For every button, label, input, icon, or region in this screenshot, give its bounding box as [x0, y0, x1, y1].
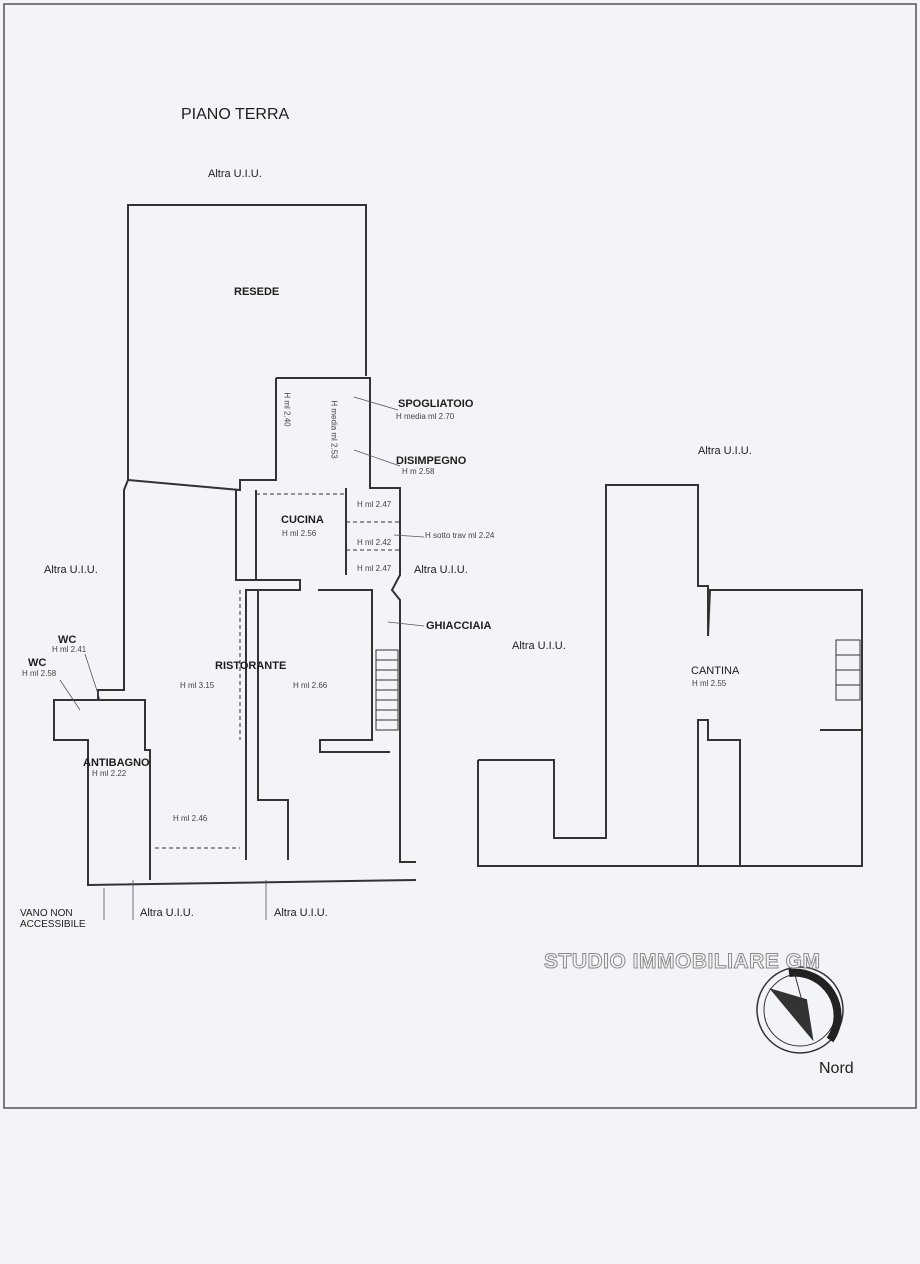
antibagno-height: H ml 2.22 — [92, 769, 127, 778]
north-label: Nord — [819, 1060, 854, 1077]
cucina-height: H ml 2.56 — [282, 529, 317, 538]
label-altra-right: Altra U.I.U. — [698, 445, 752, 457]
label-vano-2: ACCESSIBILE — [20, 919, 86, 930]
ground-floor-walls — [53, 204, 417, 887]
room-ristorante: RISTORANTE — [215, 660, 287, 672]
room-disimpegno: DISIMPEGNO — [396, 455, 467, 467]
leader-lines — [59, 396, 425, 920]
label-altra-left: Altra U.I.U. — [44, 564, 98, 576]
height-sotto-trave: H sotto trav ml 2.24 — [425, 531, 495, 540]
room-resede: RESEDE — [234, 286, 280, 298]
room-antibagno: ANTIBAGNO — [83, 757, 150, 769]
label-altra-center: Altra U.I.U. — [512, 640, 566, 652]
wc-2-height: H ml 2.58 — [22, 669, 57, 678]
ristorante-height-2: H ml 2.66 — [293, 681, 328, 690]
label-altra-mid: Altra U.I.U. — [414, 564, 468, 576]
cantina-height: H ml 2.55 — [692, 679, 727, 688]
room-ghiacciaia: GHIACCIAIA — [426, 620, 492, 632]
cellar-walls — [477, 484, 863, 867]
label-vano-1: VANO NON — [20, 908, 73, 919]
page-title: PIANO TERRA — [181, 106, 290, 123]
ristorante-height-1: H ml 3.15 — [180, 681, 215, 690]
height-242: H ml 2.42 — [357, 538, 392, 547]
spogliatoio-height: H media ml 2.70 — [396, 412, 455, 421]
corridor-height: H media ml 2.53 — [329, 400, 339, 459]
north-arrow-icon — [756, 966, 844, 1054]
room-wc-2: WC — [28, 657, 47, 669]
label-altra-bottom-1: Altra U.I.U. — [140, 907, 194, 919]
height-247b: H ml 2.47 — [357, 564, 392, 573]
room-wc-1: WC — [58, 634, 77, 646]
room-cantina: CANTINA — [691, 665, 740, 677]
room-spogliatoio: SPOGLIATOIO — [398, 398, 474, 410]
disimpegno-height: H m 2.58 — [402, 467, 435, 476]
side-height: H ml 2.40 — [282, 392, 292, 427]
height-246: H ml 2.46 — [173, 814, 208, 823]
label-altra-bottom-2: Altra U.I.U. — [274, 907, 328, 919]
watermark: STUDIO IMMOBILIARE GM — [544, 950, 821, 974]
room-cucina: CUCINA — [281, 514, 324, 526]
label-altra-top: Altra U.I.U. — [208, 168, 262, 180]
sheet-border — [3, 3, 917, 1109]
wc-1-height: H ml 2.41 — [52, 645, 87, 654]
height-247a: H ml 2.47 — [357, 500, 392, 509]
